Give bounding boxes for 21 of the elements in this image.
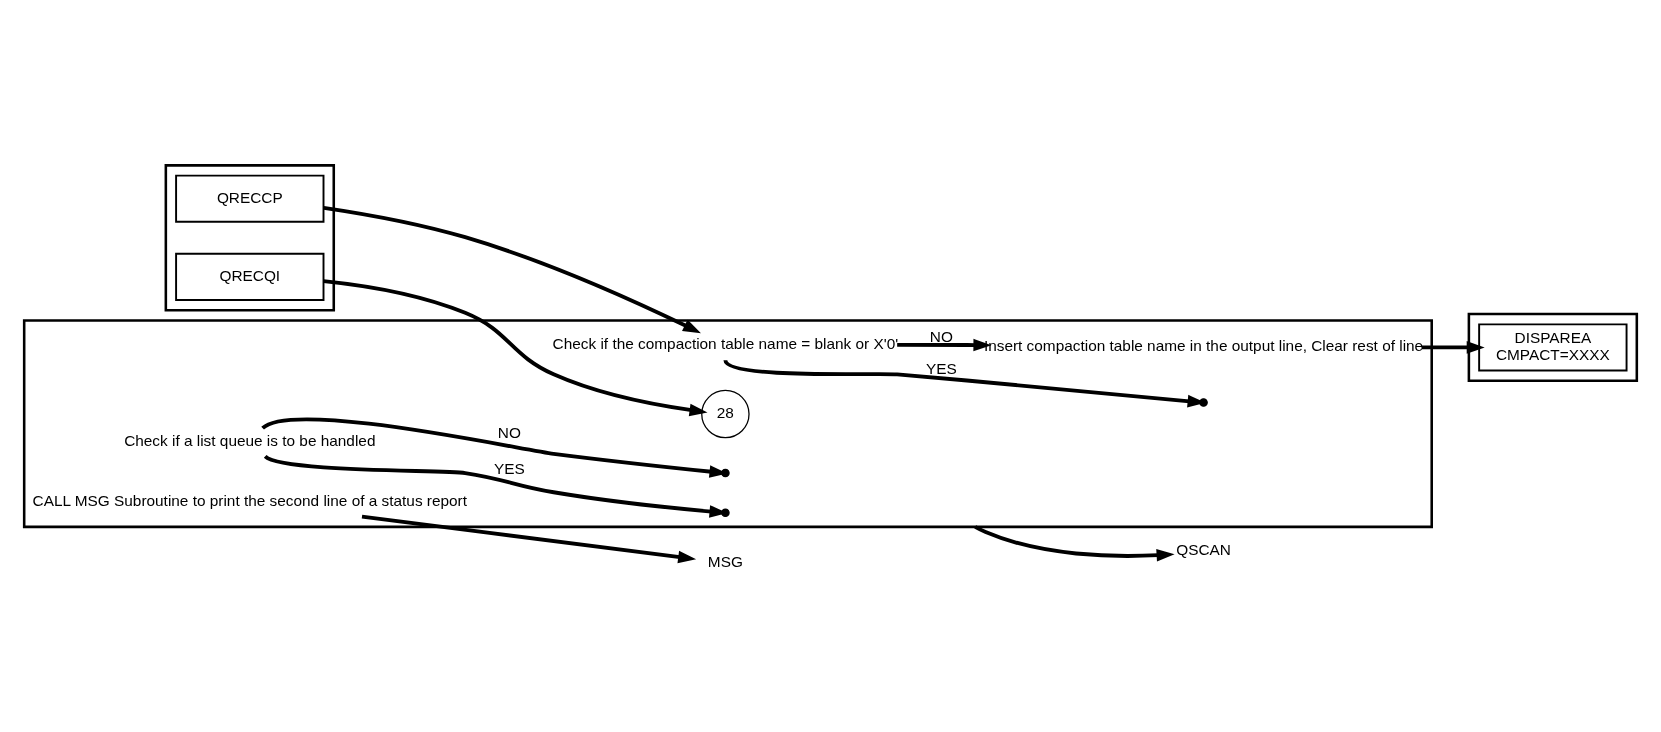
node-box: DISPAREA CMPACT=XXXX [1478, 323, 1628, 372]
node-text: Check if a list queue is to be handled [124, 432, 376, 450]
arrow [323, 205, 701, 334]
arrow [974, 525, 1175, 562]
arrow [323, 279, 708, 417]
node-text: CALL MSG Subroutine to print the second line of a status report [32, 492, 468, 510]
node-text: QSCAN [1176, 541, 1231, 559]
arrow [1421, 341, 1485, 354]
cluster [164, 164, 336, 312]
node-circle: 28 [701, 389, 750, 439]
node-box: QRECQI [175, 252, 325, 301]
node-box: QRECCP [175, 174, 325, 223]
edge-label: NO [497, 423, 521, 441]
node-text: Check if the compaction table name = blank or X'0' [552, 334, 899, 352]
edge-label: YES [494, 459, 525, 477]
node-text: Insert compaction table name in the output line, Clear rest of line [983, 337, 1424, 355]
edge-label: YES [926, 359, 957, 377]
node-text: MSG [707, 552, 743, 570]
arrow [897, 338, 992, 352]
edge-label: NO [929, 327, 953, 345]
arrow [361, 514, 697, 564]
